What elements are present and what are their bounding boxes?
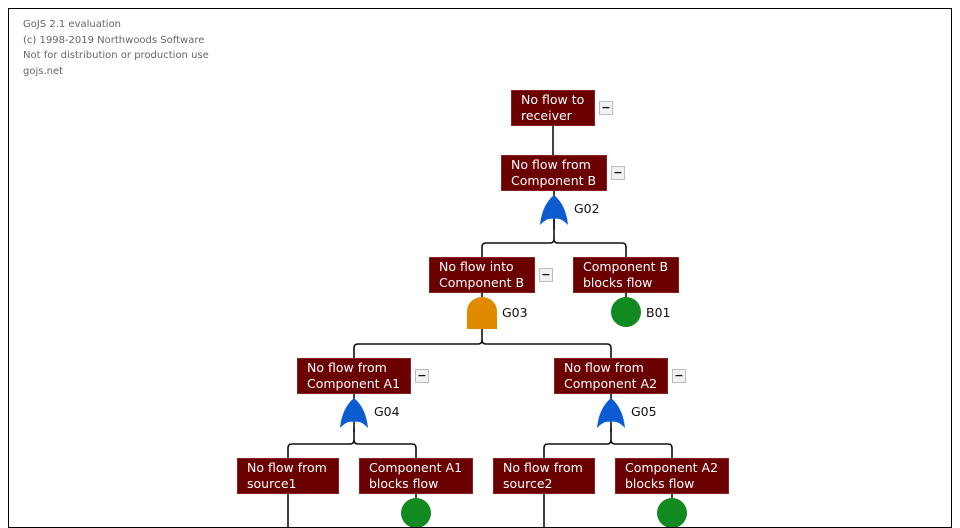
link	[481, 238, 627, 257]
link	[287, 439, 417, 458]
collapse-button[interactable]: −	[539, 268, 553, 282]
gate-label: G02	[574, 201, 600, 216]
basic-event-icon	[401, 498, 431, 527]
basic-event-icon	[657, 498, 687, 527]
link	[543, 439, 673, 458]
watermark: GoJS 2.1 evaluation (c) 1998-2019 Northw…	[23, 17, 209, 79]
event-node[interactable]: No flow into Component B	[429, 257, 535, 293]
collapse-button[interactable]: −	[599, 101, 613, 115]
event-node[interactable]: No flow from source1	[237, 458, 339, 494]
event-node[interactable]: Component B blocks flow	[573, 257, 679, 293]
collapse-button[interactable]: −	[611, 166, 625, 180]
event-node[interactable]: No flow to receiver	[511, 90, 595, 126]
gate-label: G04	[374, 404, 400, 419]
event-node[interactable]: No flow from source2	[493, 458, 595, 494]
or-gate-icon	[597, 398, 625, 428]
or-gate-icon	[540, 195, 568, 225]
watermark-line: (c) 1998-2019 Northwoods Software	[23, 34, 205, 46]
gate-label: G03	[502, 305, 528, 320]
diagram-canvas[interactable]: GoJS 2.1 evaluation (c) 1998-2019 Northw…	[8, 8, 952, 528]
event-node[interactable]: No flow from Component B	[501, 155, 607, 191]
event-node[interactable]: No flow from Component A2	[554, 358, 668, 394]
gate-label: B01	[646, 305, 671, 320]
and-gate-icon	[467, 297, 497, 329]
collapse-button[interactable]: −	[672, 369, 686, 383]
basic-event-icon	[611, 297, 641, 327]
watermark-line: gojs.net	[23, 65, 64, 77]
collapse-button[interactable]: −	[415, 369, 429, 383]
watermark-line: Not for distribution or production use	[23, 50, 209, 61]
gate-label: G05	[631, 404, 657, 419]
event-node[interactable]: Component A1 blocks flow	[359, 458, 473, 494]
link	[353, 339, 612, 358]
or-gate-icon	[340, 398, 368, 428]
watermark-line: GoJS 2.1 evaluation	[23, 19, 122, 30]
event-node[interactable]: No flow from Component A1	[297, 358, 411, 394]
event-node[interactable]: Component A2 blocks flow	[615, 458, 729, 494]
